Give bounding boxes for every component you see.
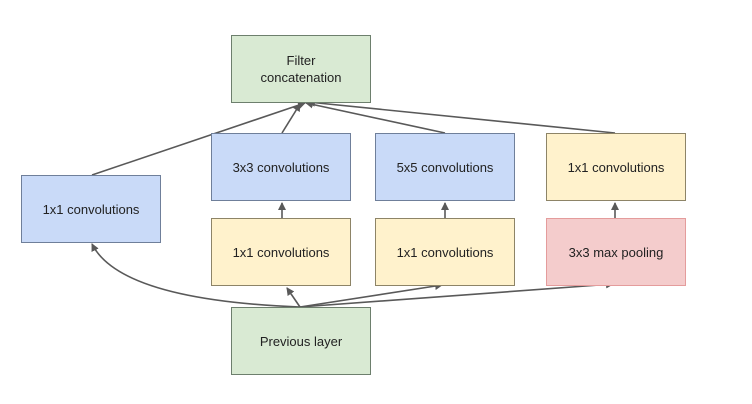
previous-layer-box: Previous layer: [231, 307, 371, 375]
conv3x3-box: 3x3 convolutions: [211, 133, 351, 201]
edge-previous-to-reduce3x3: [286, 287, 301, 308]
edge-previous-to-maxpool: [299, 280, 614, 308]
conv1x1-pool-branch-box: 1x1 convolutions: [546, 133, 686, 201]
conv1x1-reduce-5x5-box: 1x1 convolutions: [375, 218, 515, 286]
max-pooling-box: 3x3 max pooling: [546, 218, 686, 286]
filter-concatenation-box: Filter concatenation: [231, 35, 371, 103]
conv1x1-reduce-3x3-box: 1x1 convolutions: [211, 218, 351, 286]
edge-previous-to-reduce5x5: [299, 282, 443, 308]
edge-conv1x1-pool-branch-to-concat: [307, 98, 616, 134]
edge-conv1x1-left-to-concat: [91, 101, 306, 176]
conv5x5-box: 5x5 convolutions: [375, 133, 515, 201]
conv1x1-left-box: 1x1 convolutions: [21, 175, 161, 243]
edge-conv5x5-to-concat: [305, 100, 446, 134]
edge-previous-to-conv1x1-left: [91, 243, 301, 308]
edge-conv3x3-to-concat: [281, 103, 301, 134]
